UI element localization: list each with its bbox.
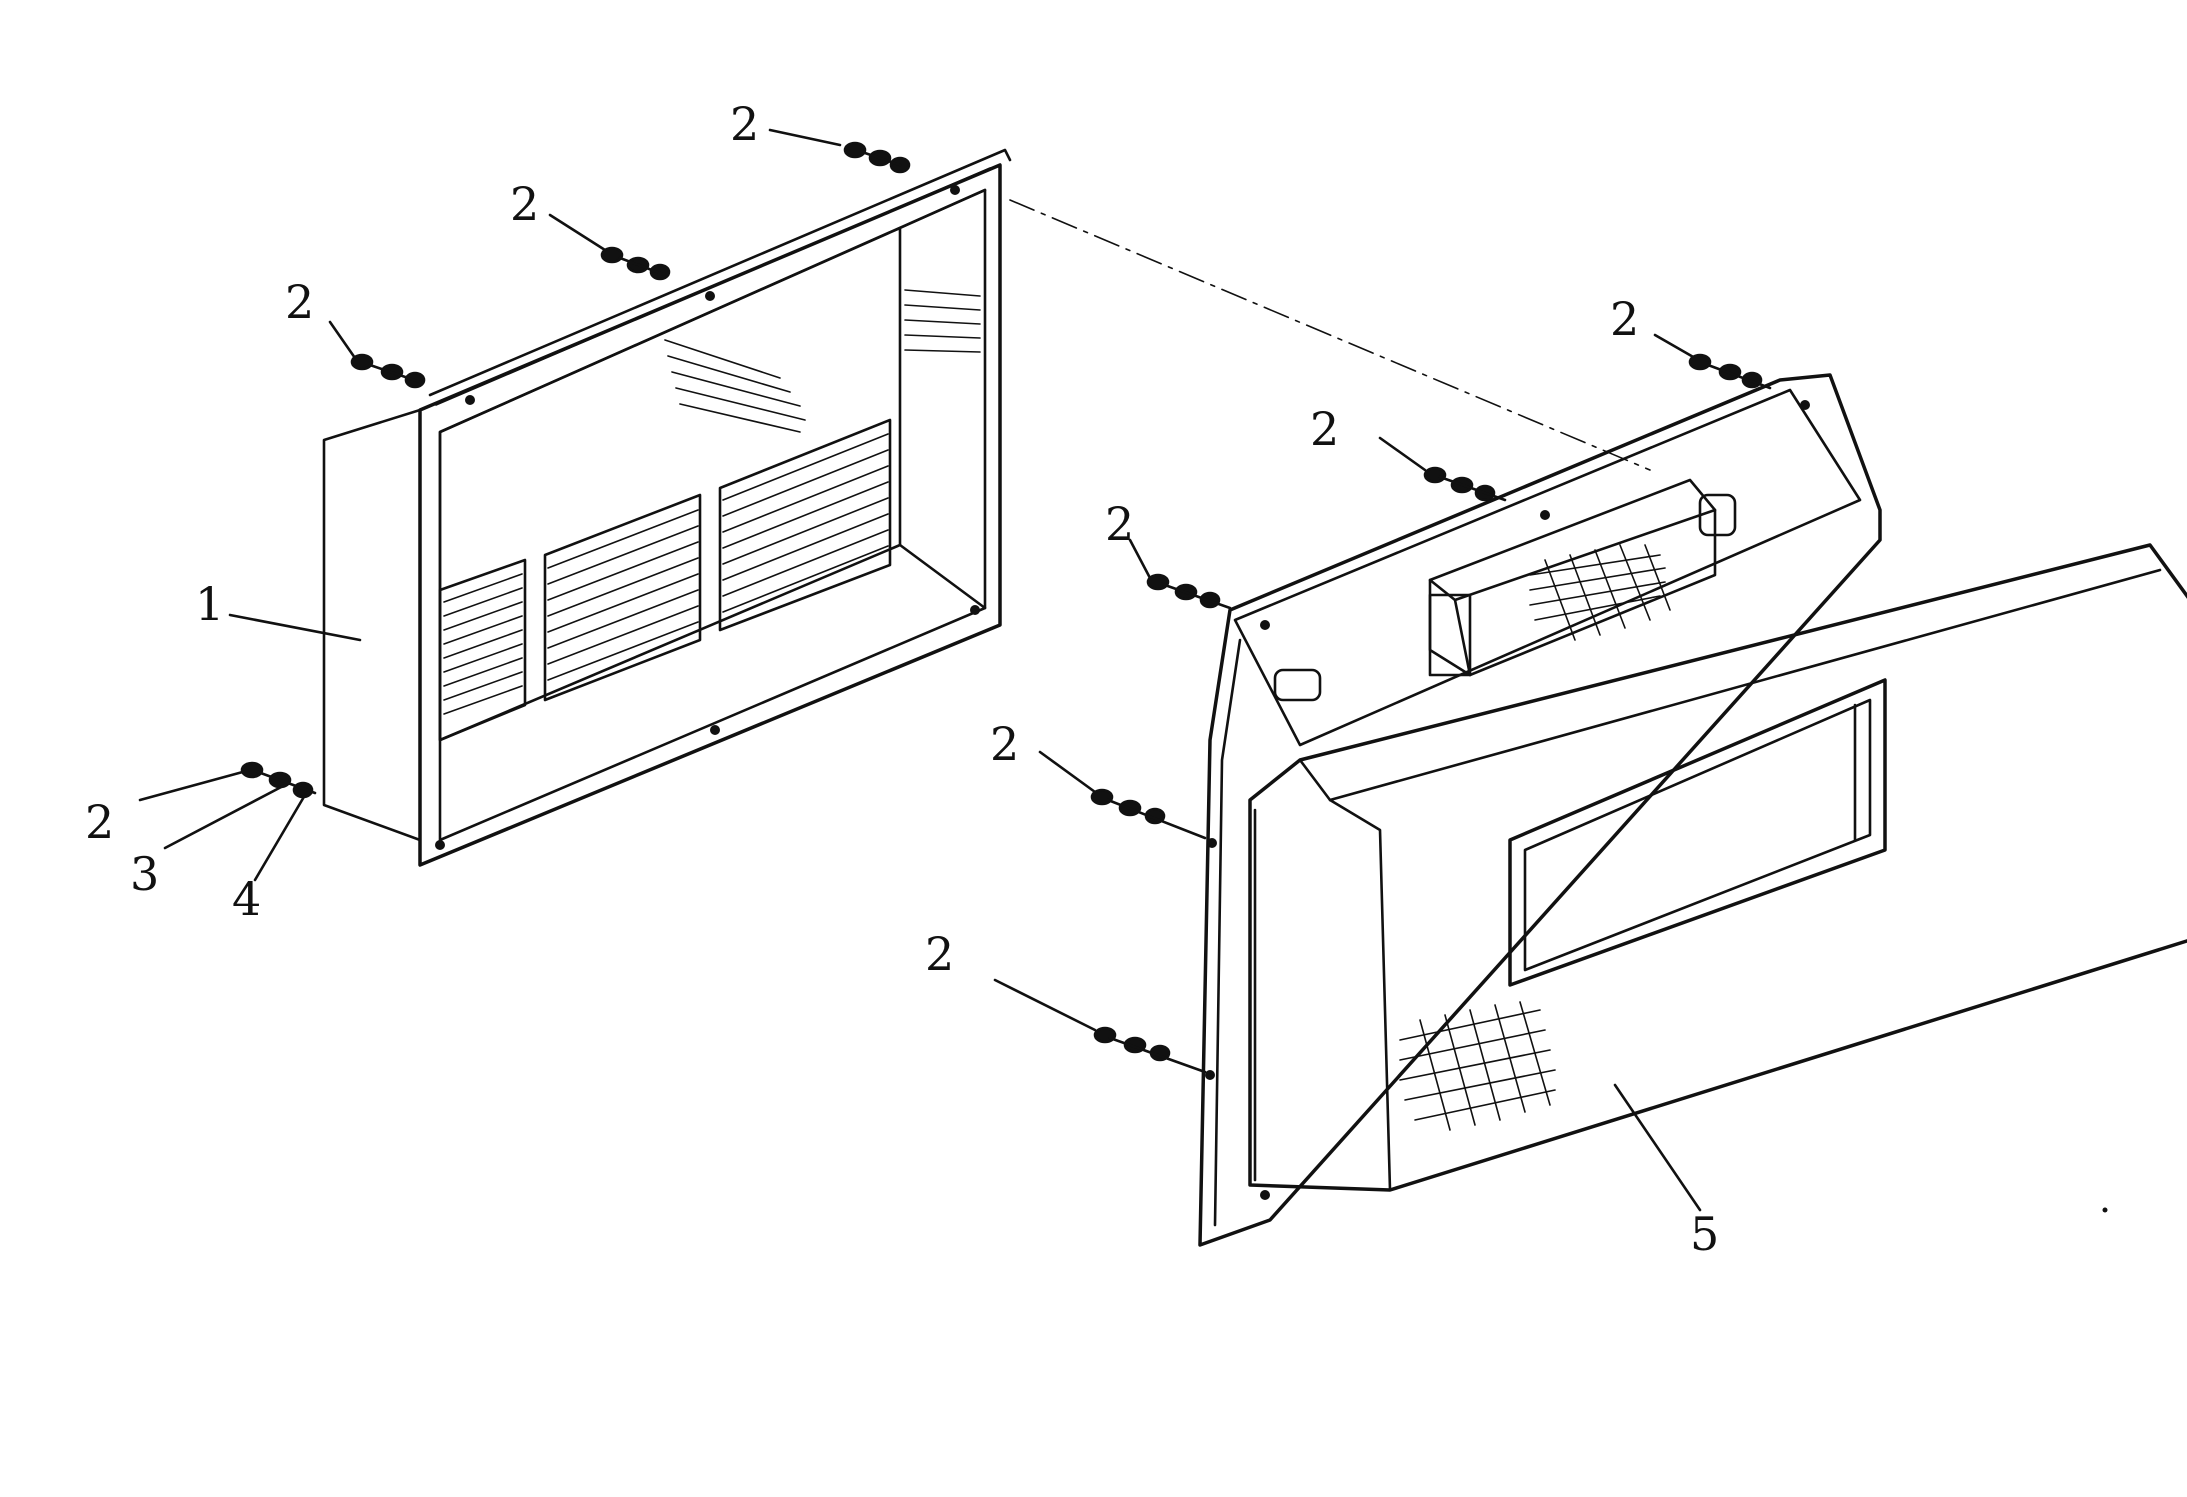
label-2-e: 2 (1610, 292, 1639, 346)
alignment-line (1009, 199, 1651, 471)
label-5: 5 (1690, 1207, 1719, 1261)
mesh-bottom (1399, 1001, 1556, 1131)
label-2-d: 2 (85, 795, 114, 849)
louvre-grille (438, 418, 892, 742)
mesh-top (1529, 544, 1671, 641)
label-2-g: 2 (1105, 497, 1134, 551)
label-1: 1 (195, 577, 224, 631)
part-labels: 1 2 2 2 2 3 4 2 2 2 2 2 5 (85, 97, 1719, 1261)
part-1-housing (322, 148, 1012, 867)
stray-dot (2102, 1207, 2108, 1213)
label-4: 4 (232, 872, 261, 926)
leader-lines (138, 613, 1702, 1212)
label-2-a: 2 (730, 97, 759, 151)
label-2-h: 2 (990, 717, 1019, 771)
screw-set (240, 128, 1772, 1074)
part-5-front-cover (1198, 373, 2187, 1247)
label-2-b: 2 (510, 177, 539, 231)
label-2-i: 2 (925, 927, 954, 981)
label-2-f: 2 (1310, 402, 1339, 456)
label-2-c: 2 (285, 275, 314, 329)
label-3: 3 (130, 847, 159, 901)
